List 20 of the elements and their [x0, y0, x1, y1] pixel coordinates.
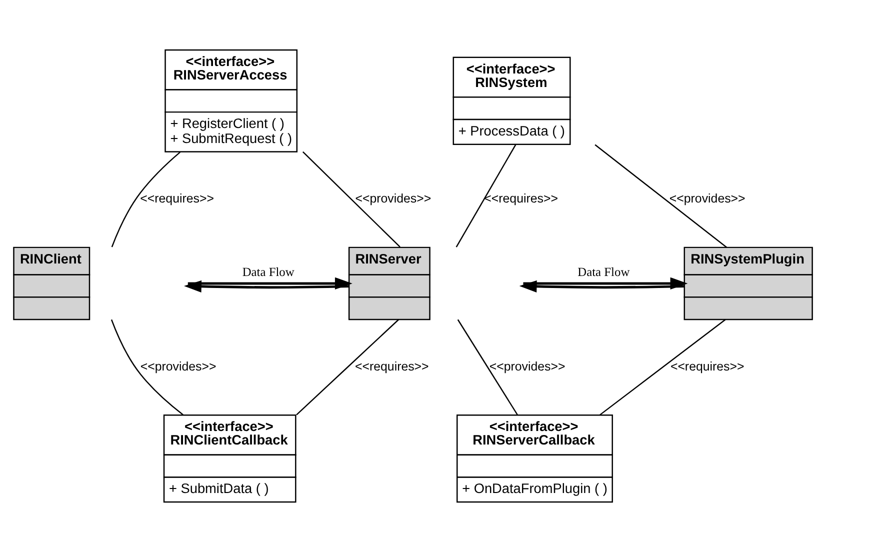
edge-label: Data Flow — [578, 265, 630, 279]
connector — [600, 319, 726, 416]
edge-label: <<requires>> — [140, 192, 214, 206]
connector — [302, 151, 400, 248]
arrow — [519, 280, 684, 293]
connector — [110, 319, 184, 416]
connector — [296, 319, 399, 416]
edge-label: Data Flow — [242, 265, 294, 279]
connector — [594, 144, 728, 248]
connector — [111, 152, 180, 248]
edge-label: <<requires>> — [484, 192, 558, 206]
connector — [456, 144, 516, 248]
edge-label: <<provides>> — [489, 359, 566, 374]
edge-label: <<provides>> — [355, 192, 432, 206]
edge-label: <<provides>> — [669, 192, 746, 206]
connector — [457, 319, 518, 416]
edge-label: <<requires>> — [355, 359, 429, 374]
edge-label: <<provides>> — [140, 359, 216, 374]
edge-label: <<requires>> — [670, 359, 744, 374]
arrow — [184, 280, 349, 293]
